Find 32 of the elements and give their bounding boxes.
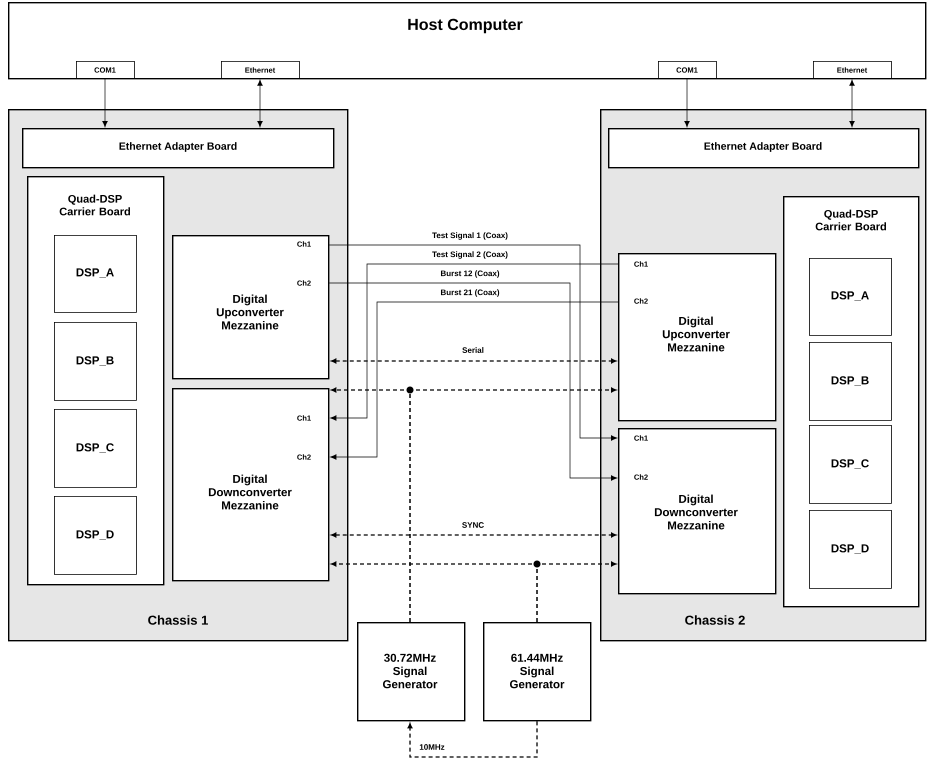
edge-label: Test Signal 1 (Coax) <box>431 231 509 241</box>
cable-line <box>684 78 690 128</box>
edge-label: Burst 21 (Coax) <box>439 288 501 298</box>
board-box: Ethernet Adapter Board <box>22 128 334 168</box>
dsp-box: DSP_C <box>54 409 137 488</box>
dsp-box: DSP_B <box>54 322 137 401</box>
cable-line <box>849 80 855 128</box>
connector <box>408 721 538 758</box>
edge-label: Test Signal 2 (Coax) <box>431 250 509 260</box>
cable-line <box>330 264 618 421</box>
edge-label: Burst 12 (Coax) <box>439 269 501 279</box>
connector <box>331 358 616 364</box>
edge-label: Serial <box>461 346 485 354</box>
cable-line <box>257 80 263 128</box>
cable-line <box>329 244 618 441</box>
cable-line <box>330 302 618 460</box>
cable-line <box>329 282 618 481</box>
signal-generator-box: 30.72MHz Signal Generator <box>357 622 466 722</box>
connector <box>536 562 616 622</box>
dsp-box: DSP_A <box>54 235 137 313</box>
connector <box>409 388 616 622</box>
edge-label: 10MHz <box>418 743 446 751</box>
dsp-box: DSP_D <box>54 496 137 575</box>
dsp-box: DSP_D <box>809 510 892 589</box>
connector <box>331 532 616 538</box>
board-box: Ethernet Adapter Board <box>608 128 920 168</box>
signal-generator-box: 61.44MHz Signal Generator <box>483 622 592 722</box>
dsp-box: DSP_C <box>809 425 892 504</box>
edge-label: SYNC <box>460 521 486 529</box>
dsp-box: DSP_A <box>809 258 892 336</box>
dsp-box: DSP_B <box>809 342 892 421</box>
cable-line <box>102 78 108 128</box>
